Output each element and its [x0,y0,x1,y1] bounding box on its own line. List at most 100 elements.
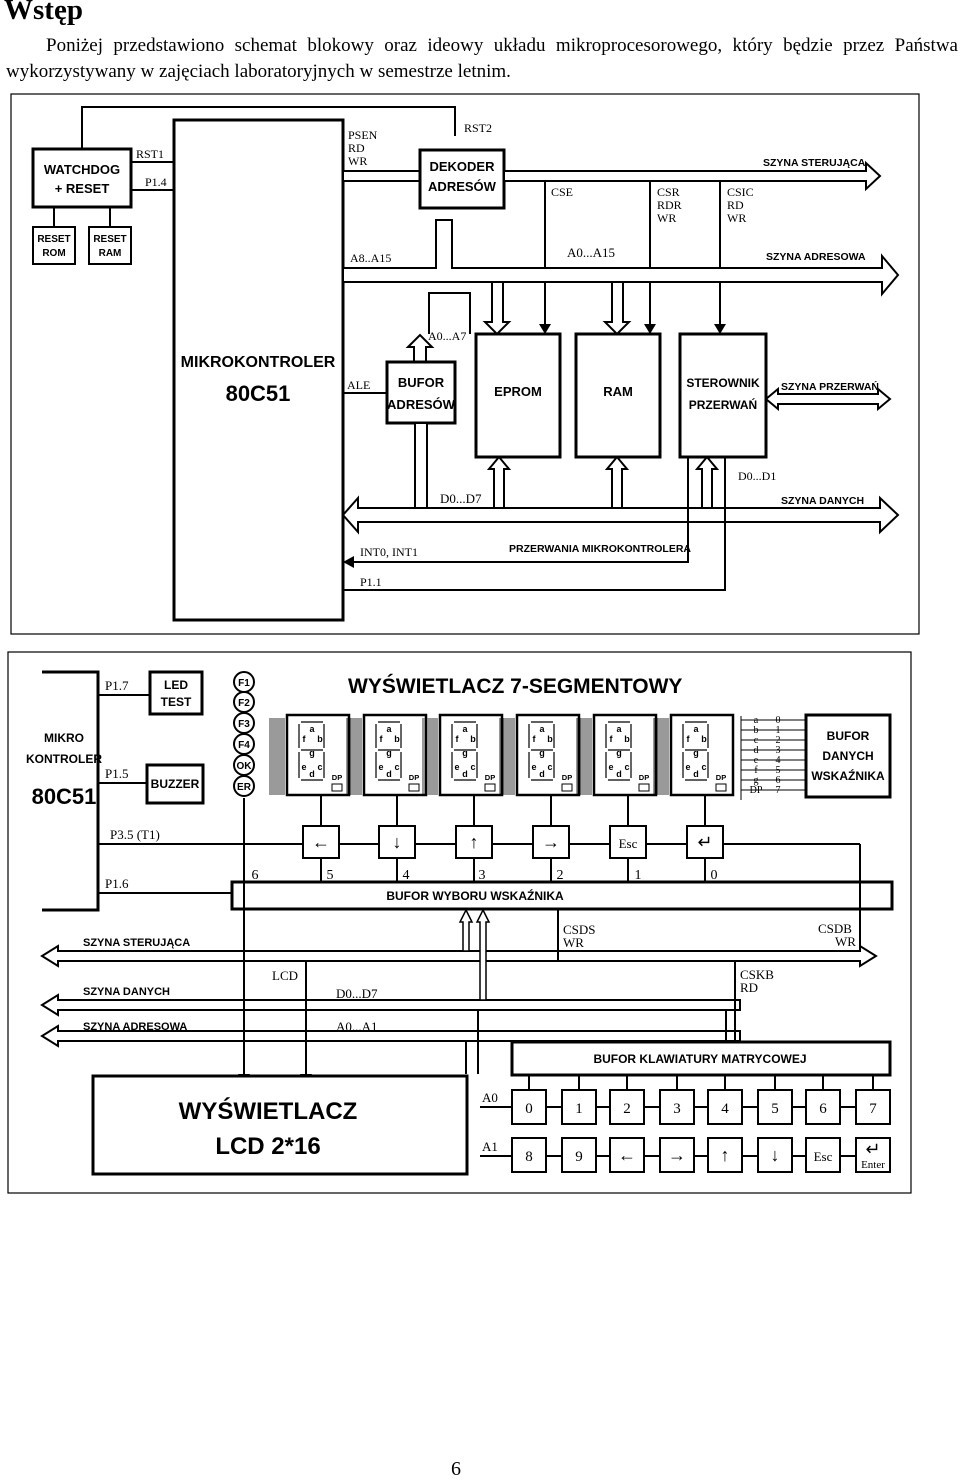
segment-bit-label: 2 [776,735,781,746]
reset-ram-label: RESET [93,234,126,245]
select-bit-label: 0 [711,868,718,883]
segment-bit-label: 3 [776,745,781,756]
lcd-label: WYŚWIETLACZ [179,1097,358,1125]
display-key-label: ↵ [697,832,712,852]
segment-label-g: g [539,748,545,758]
segment-label-dp: DP [639,773,649,782]
select-bit-label: 3 [479,868,486,883]
seven-segment-digit [669,713,735,797]
data-bus [341,495,900,535]
segment-label-a: a [539,724,545,734]
decimal-point [715,783,727,792]
keyboard-key [855,1137,891,1173]
p14-label: P1.4 [145,175,167,189]
display-key-label: Esc [619,836,638,851]
keyboard-key [511,1089,547,1125]
segment-label-f: f [687,734,691,744]
interrupt-bus [764,386,892,412]
seven-segment-digit [438,713,504,797]
segment-label-d: d [462,769,468,779]
segment-label-e: e [378,762,383,772]
led-indicator [233,775,255,797]
keyboard-key [757,1089,793,1125]
a0-label: A0 [482,1090,498,1105]
keyboard-key-label: Esc [814,1149,833,1164]
csic-label: CSIC [727,185,754,199]
page-number: 6 [451,1458,461,1480]
buzzer-box [145,763,205,805]
cskb-label: RD [740,980,758,995]
segment-label-dp: DP [485,773,495,782]
mcu-label: 80C51 [32,784,97,809]
d0d7-label: D0...D7 [440,491,482,506]
p16-label: P1.6 [105,876,129,891]
a1-label: A1 [482,1139,498,1154]
segment-label-g: g [309,748,315,758]
interrupt-controller-label: STEROWNIK [686,376,760,390]
lcd-signal-label: LCD [272,968,298,983]
csic-label: RD [727,198,744,212]
rst2-label: RST2 [464,121,492,135]
reset-ram-box [88,226,132,265]
display-key-label: ↑ [470,832,479,852]
mcu-label: 80C51 [226,381,291,406]
segment-label-b: b [547,734,553,744]
enter-key-label: Enter [861,1159,885,1171]
keyboard-key [609,1089,645,1125]
seven-segment-displays: abcdefgDPabcdefgDPabcdefgDPabcdefgDPabcd… [269,713,735,797]
rst1-label: RST1 [136,147,164,161]
mcu-label: MIKRO [44,731,84,745]
select-bit-label: 4 [403,868,410,883]
display-title: WYŚWIETLACZ 7-SEGMENTOWY [348,674,682,698]
segment-label-dp: DP [409,773,419,782]
led-test-box [148,670,204,716]
segment-label-dp: DP [332,773,342,782]
keyboard-key-label: 3 [673,1101,681,1117]
address-buffer-label: ADRESÓW [387,397,456,412]
keyboard-key [707,1137,743,1173]
segment-label-g: g [386,748,392,758]
keyboard-key [707,1089,743,1125]
segment-label-d: d [309,769,315,779]
interrupts-label: PRZERWANIA MIKROKONTROLERA [509,543,691,555]
segment-label-a: a [616,724,622,734]
keyboard-key [855,1089,891,1125]
keyboard-key-label: 7 [869,1101,877,1117]
display-select-buffer-box [230,880,894,911]
mcu-box [42,670,100,912]
interrupt-bus-label: SZYNA PRZERWAŃ [781,380,879,393]
d0d7-label: D0...D7 [336,986,378,1001]
led-label: F1 [238,678,250,689]
diagram-frame [7,651,912,1194]
int-label: INT0, INT1 [360,545,418,559]
display-data-buffer-label: DANYCH [822,749,873,763]
watchdog-label: WATCHDOG [44,162,120,177]
segment-line-label: d [754,745,759,756]
segment-label-d: d [616,769,622,779]
segment-label-g: g [693,748,699,758]
control-bus-right [503,160,882,192]
mcu-box [172,118,345,622]
a8a15-label: A8..A15 [350,251,391,265]
csr-label: CSR [657,185,680,199]
a0a7-label: A0...A7 [428,329,466,343]
keyboard-key-label: 6 [819,1101,827,1117]
keyboard-key-label: 2 [623,1101,631,1117]
keyboard-key [805,1089,841,1125]
segment-label-e: e [608,762,613,772]
csic-label: WR [727,211,746,225]
display-data-buffer-label: WSKAŹNIKA [811,768,885,783]
watchdog-box [31,147,133,209]
keyboard-key [757,1137,793,1173]
keyboard-key-label: ← [618,1145,636,1165]
segment-label-f: f [456,734,460,744]
p17-label: P1.7 [105,678,129,693]
segment-label-b: b [701,734,707,744]
block-diagram: WATCHDOG + RESET RESET ROM RESET RAM RST… [10,93,920,635]
segment-line-label: a [754,715,759,726]
keyboard-key-label: 0 [525,1101,533,1117]
display-key [532,825,570,859]
keyboard-buffer-label: BUFOR KLAWIATURY MATRYCOWEJ [593,1052,806,1066]
cse-label: CSE [551,185,573,199]
